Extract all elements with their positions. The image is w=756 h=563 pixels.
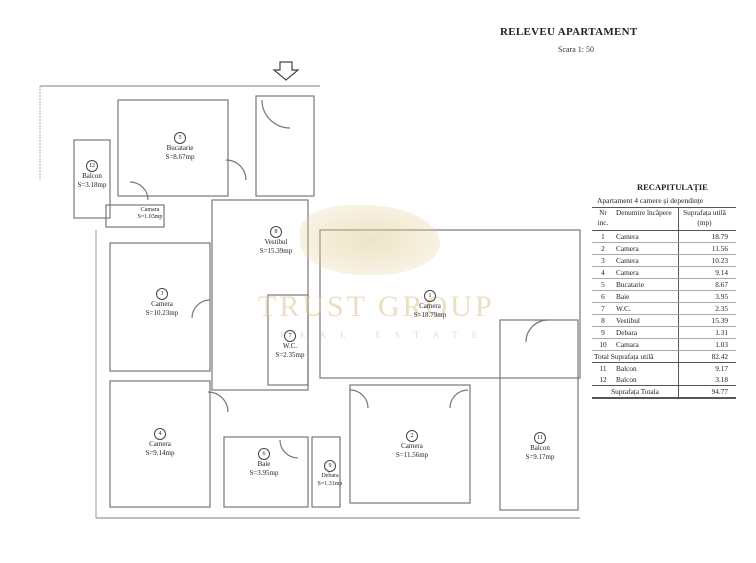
col-header-area: Suprafața utilă (mp) (678, 207, 736, 231)
room-label-9: 9 Debara S=1.31mp (310, 460, 350, 488)
recap-subtitle: Apartament 4 camere și dependințe (597, 196, 704, 205)
room-label-10: Camara S=1.03mp (137, 207, 163, 220)
recap-header-row: Nr inc. Denumire încăpere Suprafața util… (592, 207, 736, 231)
room-label-12: 12 Balcon S=3.18mp (74, 160, 110, 190)
col-header-name: Denumire încăpere (614, 207, 679, 231)
watermark-text: TRUST GROUP (258, 290, 495, 323)
room-label-3: 3 Camera S=10.23mp (130, 288, 194, 318)
recap-table: Nr inc. Denumire încăpere Suprafața util… (592, 207, 736, 399)
arrow-down-icon (272, 61, 300, 81)
room-label-11: 11 Balcon S=9.17mp (508, 432, 572, 462)
col-header-nr: Nr inc. (592, 207, 614, 231)
room-label-4: 4 Camera S=9.14mp (128, 428, 192, 458)
recap-title: RECAPITULAȚIE (637, 182, 708, 192)
page-title: RELEVEU APARTAMENT (500, 26, 638, 38)
room-label-6: 6 Baie S=3.95mp (234, 448, 294, 478)
scale-label: Scara 1: 50 (558, 45, 594, 54)
room-label-5: 5 Bucatarie S=8.67mp (150, 132, 210, 162)
room-label-2: 2 Camera S=11.56mp (380, 430, 444, 460)
room-label-8: 8 Vestibul S=15.39mp (246, 226, 306, 256)
watermark-subtext: REAL ESTATE (280, 330, 492, 340)
room-label-7: 7 W.C. S=2.35mp (268, 330, 312, 360)
room-label-1: 1 Camera S=18.79mp (400, 290, 460, 320)
watermark-logo (300, 205, 440, 275)
